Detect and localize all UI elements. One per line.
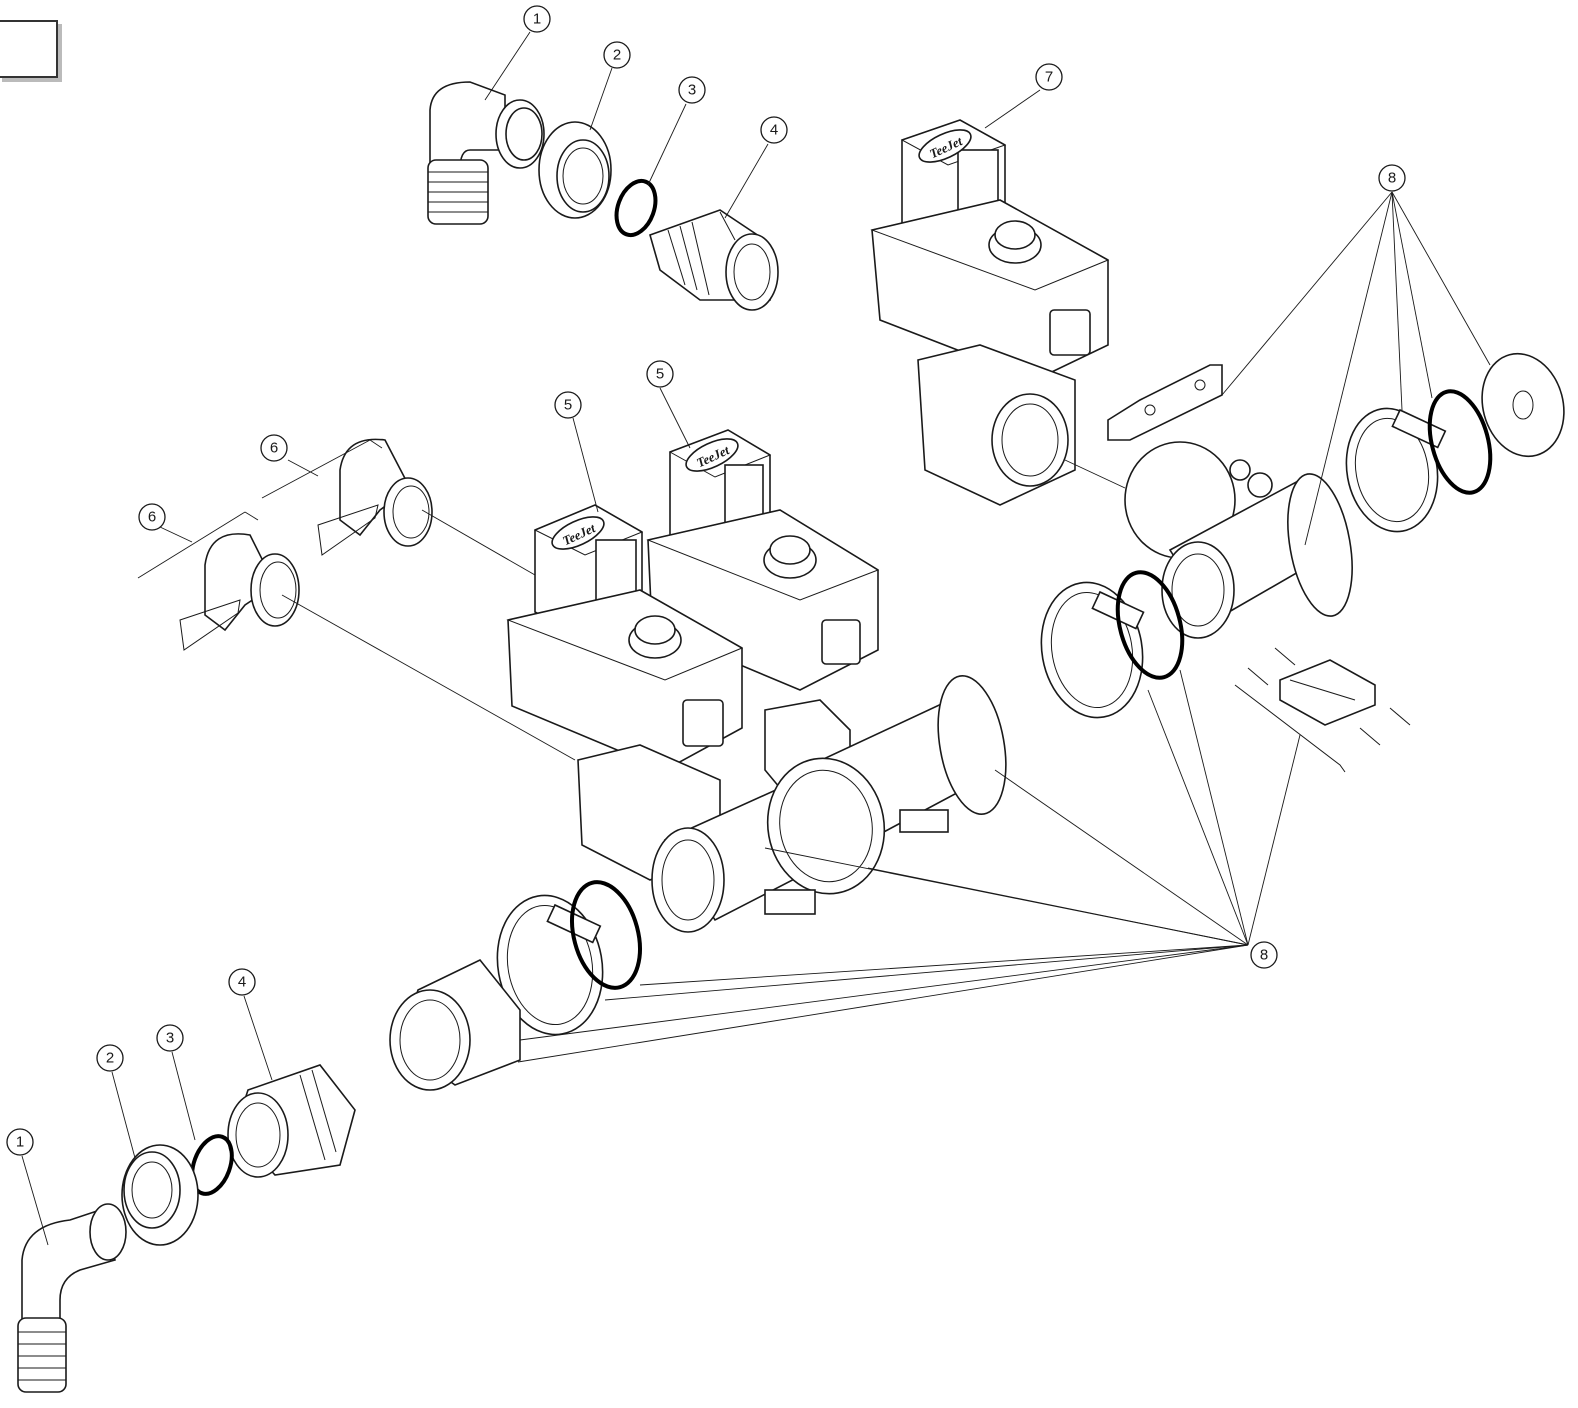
svg-text:8: 8 <box>1260 947 1268 964</box>
right-o-ring-near <box>1115 570 1185 680</box>
svg-text:2: 2 <box>613 47 621 64</box>
callout-5-front: 5 <box>554 391 582 419</box>
svg-text:1: 1 <box>16 1134 24 1151</box>
middle-pipe-front <box>651 757 886 933</box>
svg-text:5: 5 <box>564 397 572 414</box>
spacer-clip-and-screws <box>1234 647 1411 773</box>
svg-text:2: 2 <box>106 1050 114 1067</box>
svg-text:7: 7 <box>1045 69 1053 86</box>
lower-hose-clamp <box>496 894 604 1036</box>
top-hose-elbow <box>427 81 545 225</box>
callout-7: 7 <box>1035 63 1063 91</box>
bottom-hose-elbow <box>17 1203 127 1393</box>
valve-actuator-5-front: TeeJet <box>506 504 744 771</box>
end-cap-disc <box>1481 352 1565 458</box>
valve-actuator-7: TeeJet <box>870 119 1110 506</box>
elbow-with-clip-rear <box>317 438 433 556</box>
callout-3-top: 3 <box>678 76 706 104</box>
top-threaded-adapter <box>649 209 779 311</box>
callout-6-rear: 6 <box>260 434 288 462</box>
female-threaded-adapter <box>389 959 521 1091</box>
callouts: 1 2 3 4 5 5 6 6 7 8 8 1 2 3 4 <box>6 5 1406 1156</box>
right-hose-clamp-near <box>1040 581 1145 719</box>
bottom-o-ring <box>190 1134 234 1196</box>
svg-text:4: 4 <box>238 974 246 991</box>
bottom-union-nut <box>121 1144 199 1246</box>
callout-4-bottom: 4 <box>228 968 256 996</box>
bottom-threaded-adapter <box>227 1064 356 1178</box>
callout-1-bottom: 1 <box>6 1128 34 1156</box>
svg-text:4: 4 <box>770 122 778 139</box>
callout-8-bottom: 8 <box>1250 941 1278 969</box>
top-o-ring <box>614 178 658 238</box>
callout-8-top-right: 8 <box>1378 164 1406 192</box>
svg-text:5: 5 <box>656 366 664 383</box>
svg-text:3: 3 <box>688 82 696 99</box>
mounting-bracket <box>1107 364 1223 441</box>
lower-o-ring <box>570 880 642 990</box>
elbow-with-clip-front <box>179 533 300 651</box>
callout-1-top: 1 <box>523 5 551 33</box>
right-pipe-section <box>1161 473 1353 639</box>
callout-2-bottom: 2 <box>96 1044 124 1072</box>
svg-text:6: 6 <box>148 509 156 526</box>
callout-2-top: 2 <box>603 41 631 69</box>
svg-text:3: 3 <box>166 1030 174 1047</box>
leader-lines <box>21 31 1491 1246</box>
callout-5-rear: 5 <box>646 360 674 388</box>
svg-text:6: 6 <box>270 440 278 457</box>
callout-3-bottom: 3 <box>156 1024 184 1052</box>
page-corner-tab <box>0 20 58 78</box>
svg-text:1: 1 <box>533 11 541 28</box>
svg-text:8: 8 <box>1388 170 1396 187</box>
top-union-nut <box>538 121 612 219</box>
callout-4-top: 4 <box>760 116 788 144</box>
callout-6-front: 6 <box>138 503 166 531</box>
right-o-ring-far <box>1427 389 1493 495</box>
